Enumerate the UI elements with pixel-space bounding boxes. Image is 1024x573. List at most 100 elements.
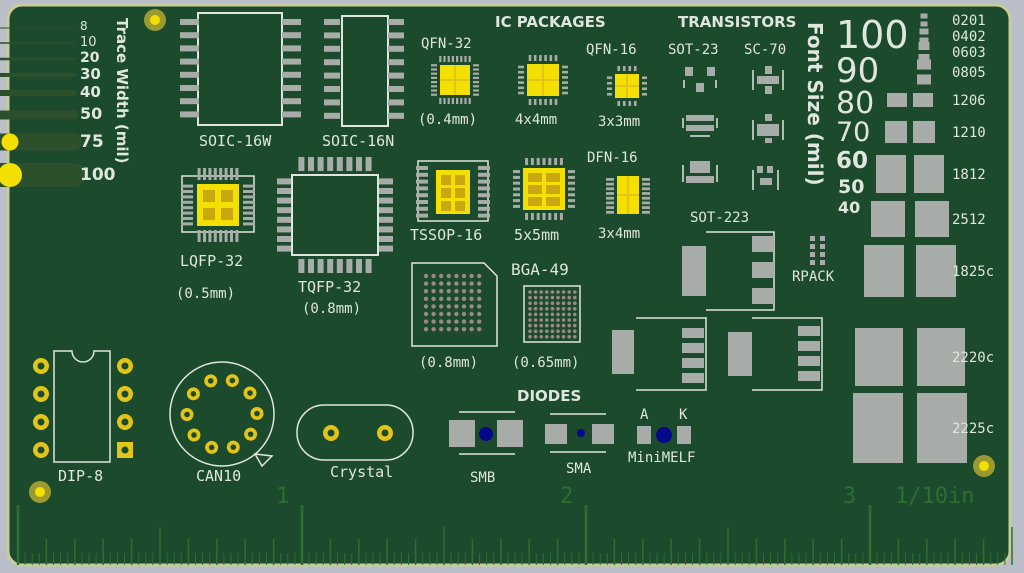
passive-pad [864,245,904,297]
pad [379,188,393,194]
pad [336,157,343,171]
bga-ball [439,289,444,294]
bga-ball [550,290,555,294]
qfn-16-label: QFN-16 [586,42,637,58]
pad [298,157,305,171]
pad [379,197,393,204]
pad [562,91,568,95]
pad [447,56,450,62]
bga-ball [423,327,429,332]
sot-223-label: SOT-223 [690,210,749,226]
pad [439,56,442,62]
pad [416,213,428,218]
bga-ball [528,335,532,339]
bga-ball [469,319,474,324]
bga-ball [556,335,560,339]
bga-ball [567,312,571,317]
can-pin-hole [254,410,260,417]
pad [324,112,340,119]
trace-row-label: 8 [80,19,88,33]
bga-ball [550,318,555,322]
pad [180,85,199,91]
bga-ball [528,323,532,328]
pad [277,216,291,223]
pad [181,206,193,210]
bga-ball [528,295,532,300]
pad [388,59,404,66]
pad [308,259,314,273]
passive-pad [918,42,930,50]
bga-ball [439,273,444,279]
pad [554,99,558,105]
pad [473,68,479,71]
pad [219,168,223,180]
bga-ball [461,289,467,294]
pad [539,55,542,61]
pad [633,66,637,71]
pad [180,71,199,78]
bga-ball [446,296,451,301]
passive-pad [915,201,949,237]
pad [642,187,650,191]
bga-ball [431,289,436,294]
bga-ball [533,290,538,294]
pad [416,193,428,198]
qfn-3x3-label: 3x3mm [598,114,640,130]
pad [298,259,305,273]
trace-row-label: 75 [80,132,104,152]
bga-ball [556,307,560,311]
sma-footprint: SMA [545,413,614,477]
bga-ball [469,311,474,317]
pad [181,217,193,220]
pad [181,200,193,204]
bga-ball [431,319,436,324]
pad [282,19,301,25]
pad [235,168,239,180]
pad [628,101,632,106]
tqfp-32-footprint: TQFP-32 (0.8mm) [277,157,393,317]
pad [559,158,563,165]
pad [533,55,537,61]
bga-ball [573,312,577,317]
pad [243,190,255,193]
bga-ball [528,329,532,334]
pad [478,200,490,204]
pad [243,195,255,199]
pad [536,158,540,165]
pad [642,92,647,96]
sc-70-label: SC-70 [744,42,786,58]
bga-ball [446,327,451,332]
font-size-sample: 50 [838,176,864,198]
dfn-16-footprint: DFN-16 3x4mm [587,150,650,242]
tqfp-32-label: TQFP-32 [298,278,361,296]
pad [388,32,404,39]
tssop-16-footprint: TSSOP-16 [410,160,490,244]
pad [518,91,524,95]
bga-ball [539,329,543,334]
bga-ball [461,311,467,317]
pad [464,98,467,104]
pad [562,81,568,84]
bga-ball [461,319,467,324]
pad [451,56,454,62]
pad [431,85,437,88]
pad [642,196,650,200]
pad [478,206,490,211]
board-outline [6,3,1012,567]
bga-ball [573,290,577,294]
pad [230,168,233,180]
pad [473,93,479,96]
pad [208,230,212,242]
pad [456,98,459,104]
trace-width-title: Trace Width (mil) [113,18,131,164]
passive-pad [916,245,956,297]
pad [416,200,428,204]
bga-ball [423,311,429,317]
pad [197,168,201,180]
font-size-section: Font Size (mil) 100 90 80 70 60 50 40 [803,13,909,217]
bga-ball [446,281,451,286]
pad [568,181,575,185]
bga-ball [567,329,571,334]
pad [379,216,393,223]
bga-ball [431,273,436,279]
